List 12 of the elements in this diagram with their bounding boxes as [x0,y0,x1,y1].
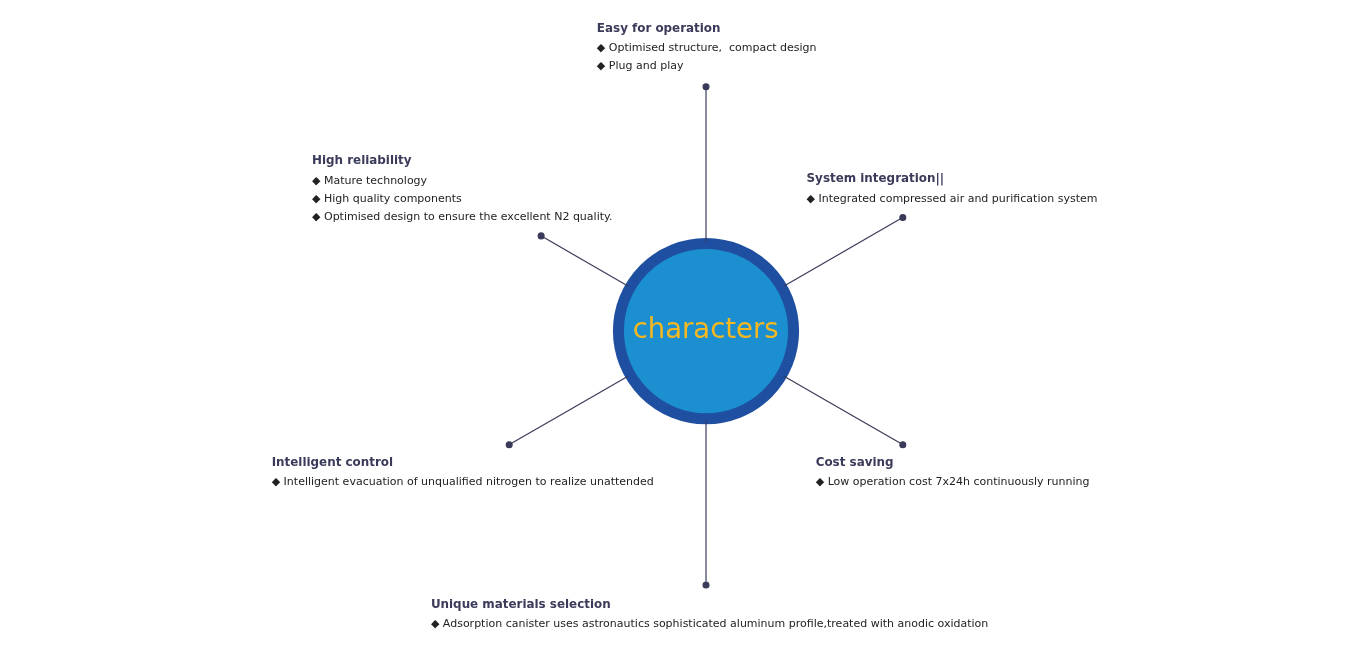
node-text: Cost saving ◆ Low operation cost 7x24h continuously running [815,454,1090,489]
connector [783,375,907,449]
node-text: Unique materials selection ◆ Adsorption canister uses astronautics sophisticated aluminum profile,treated with anodic oxidation [430,596,989,630]
node-text: Easy for operation ◆ Optimised structure, compact design ◆ Plug and play [596,20,817,73]
connector [537,232,629,287]
connector [783,213,907,287]
connector [702,83,710,242]
connector [702,420,710,589]
node-text: System integration|| ◆ Integrated compressed air and purification system [806,171,1098,205]
node-text: High reliability ◆ Mature technology ◆ High quality components ◆ Optimised design to ensure the excellent N2 quality. [312,153,613,224]
node-text: Intelligent control ◆ Intelligent evacuation of unqualified nitrogen to realize unattended [271,454,654,489]
connector [505,375,629,449]
